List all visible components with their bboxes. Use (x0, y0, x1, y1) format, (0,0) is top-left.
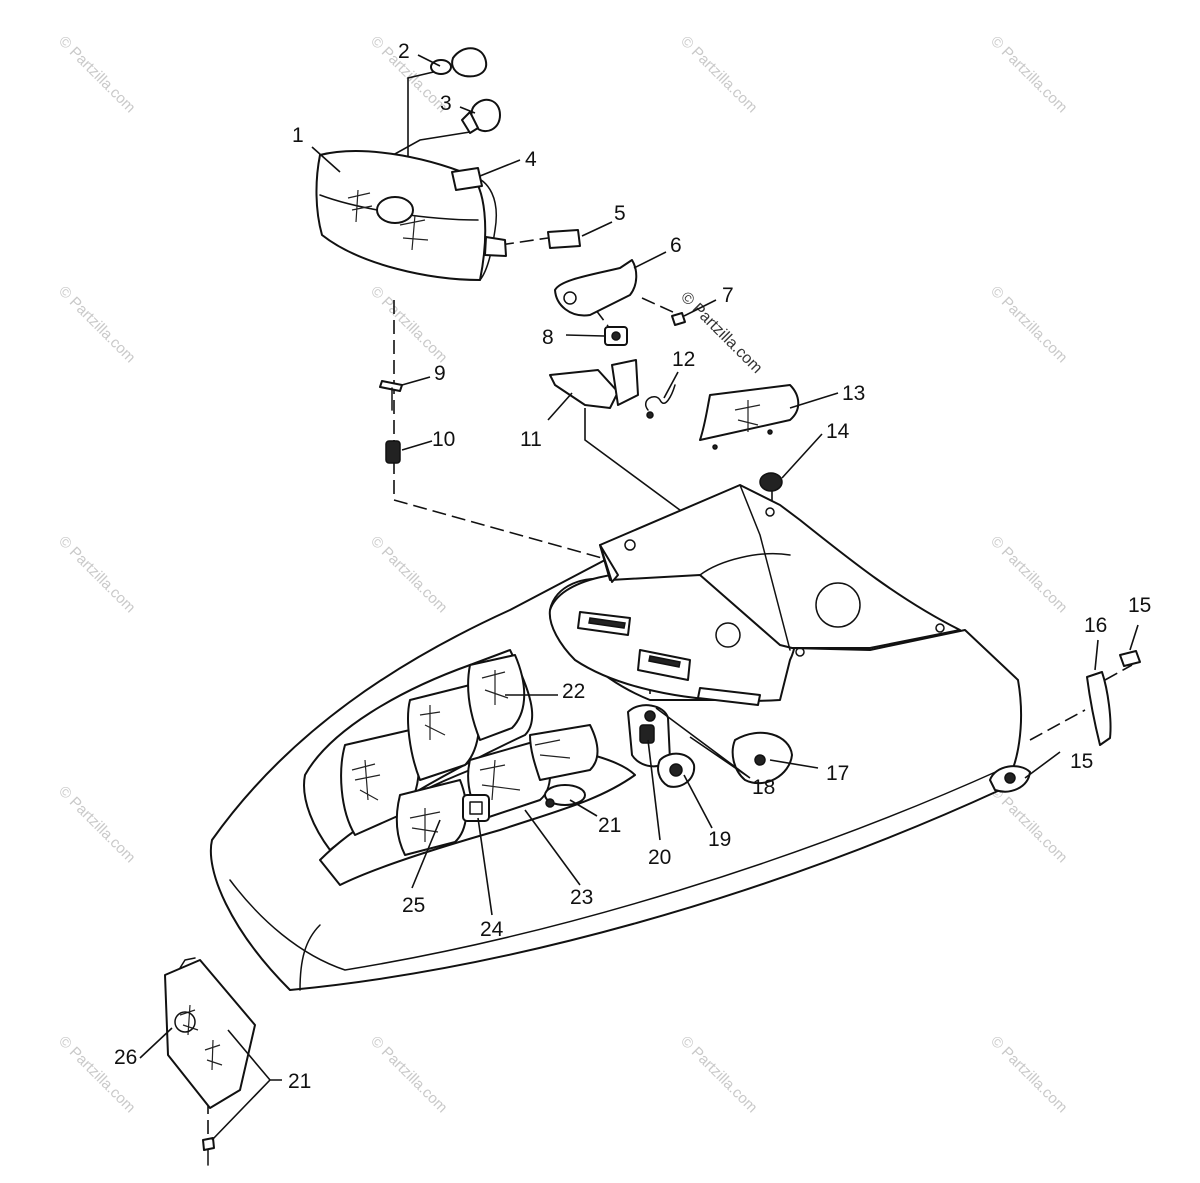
callout-9: 9 (434, 362, 446, 385)
watermark: © Partzilla.com (55, 33, 138, 116)
watermark: © Partzilla.com (987, 533, 1070, 616)
deck-hardware (627, 704, 1031, 793)
watermark-grid: © Partzilla.com © Partzilla.com © Partzi… (55, 33, 1070, 1116)
callout-4: 4 (525, 148, 537, 171)
watermark: © Partzilla.com (55, 783, 138, 866)
watermark: © Partzilla.com (367, 283, 450, 366)
callout-6: 6 (670, 234, 682, 257)
callout-22: 22 (562, 680, 585, 703)
callout-21b: 21 (288, 1070, 311, 1093)
callout-17: 17 (826, 762, 849, 785)
callout-5: 5 (614, 202, 626, 225)
callout-13: 13 (842, 382, 865, 405)
watermark: © Partzilla.com (987, 33, 1070, 116)
callout-26: 26 (114, 1046, 137, 1069)
watermark: © Partzilla.com (987, 283, 1070, 366)
callout-25: 25 (402, 894, 425, 917)
watermark: © Partzilla.com (987, 783, 1070, 866)
callout-1: 1 (292, 124, 304, 147)
callout-15b: 15 (1070, 750, 1093, 773)
callout-3: 3 (440, 92, 452, 115)
watermark: © Partzilla.com (367, 1033, 450, 1116)
callout-21a: 21 (598, 814, 621, 837)
watermark: © Partzilla.com (677, 33, 760, 116)
callout-14: 14 (826, 420, 850, 443)
callout-24: 24 (480, 918, 504, 941)
leader-lines (139, 54, 1139, 1141)
callout-11: 11 (520, 428, 542, 451)
callout-8: 8 (542, 326, 554, 349)
callout-7: 7 (722, 284, 734, 307)
hood-body (209, 484, 1022, 991)
watermark: © Partzilla.com (677, 1033, 760, 1116)
watermark: © Partzilla.com (987, 1033, 1070, 1116)
lower-bracket (164, 957, 256, 1166)
callout-2: 2 (398, 40, 410, 63)
headlight-assembly (315, 47, 1141, 746)
callout-19: 19 (708, 828, 731, 851)
watermark: © Partzilla.com (367, 533, 450, 616)
callout-18: 18 (752, 776, 775, 799)
callout-23: 23 (570, 886, 593, 909)
watermark: © Partzilla.com (55, 283, 138, 366)
callout-20: 20 (648, 846, 671, 869)
callout-10: 10 (432, 428, 455, 451)
callout-16: 16 (1084, 614, 1107, 637)
watermark: © Partzilla.com (55, 533, 138, 616)
callout-15a: 15 (1128, 594, 1151, 617)
callout-labels: 1 2 3 4 5 6 7 8 9 10 11 12 13 14 15 16 1… (114, 40, 1151, 1093)
callout-12: 12 (672, 348, 695, 371)
